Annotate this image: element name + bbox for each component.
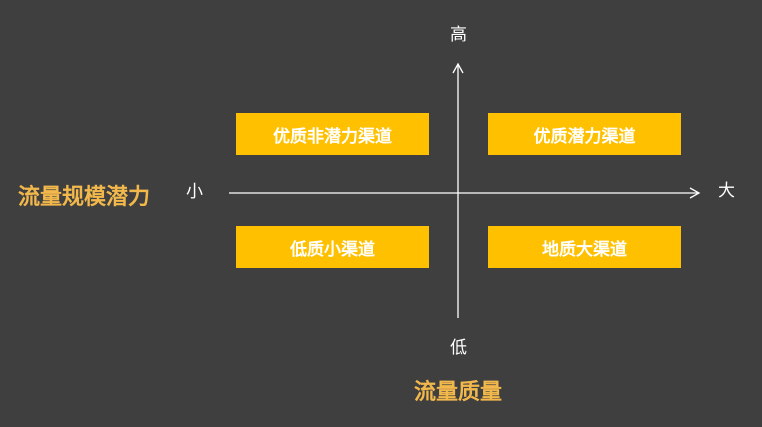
y-axis-arrowhead <box>452 62 464 74</box>
quadrant-top-left: 优质非潜力渠道 <box>236 113 429 155</box>
quadrant-bottom-right: 地质大渠道 <box>488 226 681 268</box>
x-axis-arrowhead <box>689 187 701 199</box>
y-axis-bottom-label: 低 <box>450 338 467 358</box>
x-axis-left-label: 小 <box>186 182 203 202</box>
x-axis-right-label: 大 <box>718 181 735 201</box>
y-axis-top-label: 高 <box>450 25 467 45</box>
y-axis-title: 流量规模潜力 <box>18 185 151 210</box>
quadrant-bottom-left: 低质小渠道 <box>236 226 429 268</box>
x-axis-title: 流量质量 <box>414 380 503 405</box>
quadrant-top-right: 优质潜力渠道 <box>488 113 681 155</box>
